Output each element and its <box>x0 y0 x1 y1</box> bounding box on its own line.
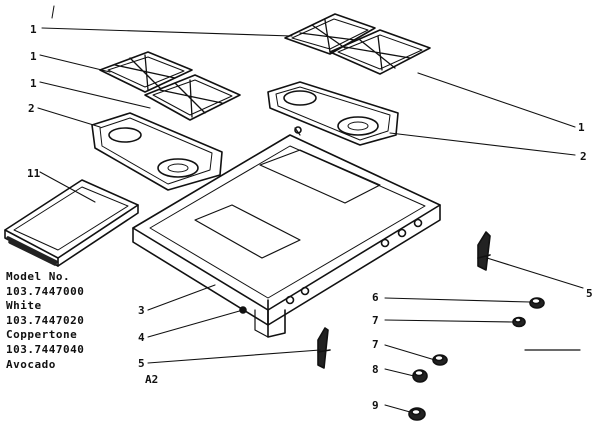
model-number-legend: Model No. 103.7447000 White 103.7447020 … <box>6 270 84 372</box>
bracket-right <box>477 231 491 271</box>
leader-lines <box>37 27 584 413</box>
grate-left-pair <box>99 51 241 121</box>
callout-bracket-left: 5 <box>138 357 145 370</box>
callout-bracket-left-sub: A2 <box>145 373 158 386</box>
callout-bracket-right: 5 <box>586 287 593 300</box>
bracket-left <box>317 327 331 369</box>
grate-top-right-pair <box>284 13 431 75</box>
burner-box-right <box>267 81 399 146</box>
callout-knob-7a: 7 <box>372 314 379 327</box>
callout-knob-9: 9 <box>372 399 379 412</box>
model-line: 103.7447000 <box>6 284 85 298</box>
model-line: Model No. <box>6 270 71 283</box>
model-line: Coppertone <box>6 328 78 342</box>
knob-8 <box>412 369 428 383</box>
model-line: Avocado <box>6 357 56 371</box>
knob-7a <box>512 316 526 328</box>
callout-burner-box-right: 2 <box>580 150 587 163</box>
burner-box-left <box>91 112 223 191</box>
callout-knob-6: 6 <box>372 291 379 304</box>
callout-labels: 1 1 1 2 1 2 11 3 4 5 A2 5 6 7 7 8 9 <box>27 23 593 412</box>
callout-grate-right: 1 <box>578 121 585 134</box>
callout-knob-7b: 7 <box>372 338 379 351</box>
knob-9 <box>408 407 426 421</box>
callout-grate-left-a: 1 <box>30 50 37 63</box>
broiler-pan <box>4 179 139 267</box>
model-line: 103.7447040 <box>6 342 85 356</box>
callout-broiler-pan: 11 <box>27 167 41 180</box>
callout-frame: 3 <box>138 304 145 317</box>
model-line: 103.7447020 <box>6 313 85 327</box>
knob-6 <box>529 297 545 309</box>
callout-screw: 4 <box>138 331 145 344</box>
callout-grate-left-b: 1 <box>30 77 37 90</box>
model-line: White <box>6 299 42 313</box>
callout-burner-box-left: 2 <box>28 102 35 115</box>
main-frame <box>132 126 441 338</box>
knob-7b <box>432 354 448 366</box>
callout-grate-top: 1 <box>30 23 37 36</box>
callout-knob-8: 8 <box>372 363 379 376</box>
